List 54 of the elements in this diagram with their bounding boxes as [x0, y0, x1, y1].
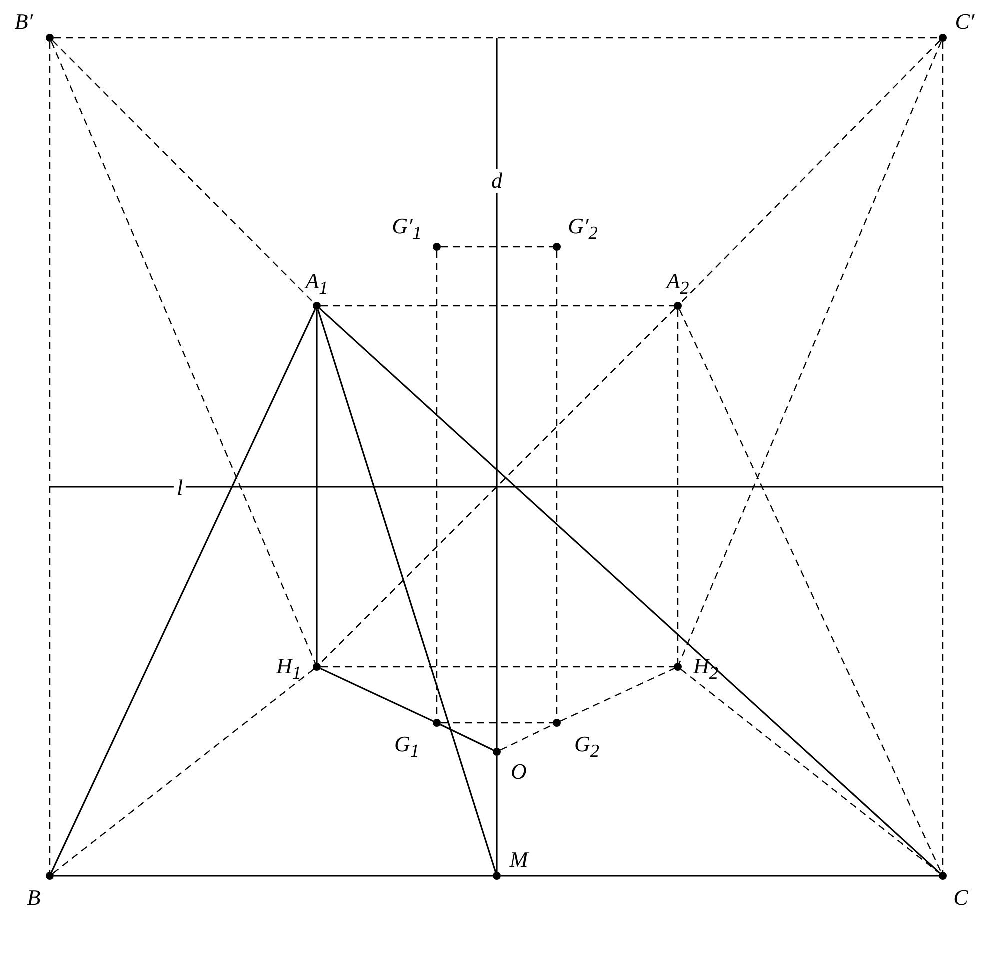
- point: [313, 302, 321, 310]
- point-label: M: [510, 849, 528, 871]
- point: [939, 34, 947, 42]
- point: [939, 872, 947, 880]
- line-segment: [677, 310, 679, 663]
- point: [553, 243, 561, 251]
- point: [433, 719, 441, 727]
- line-segment: [49, 42, 51, 872]
- line-segment: [560, 668, 675, 722]
- point-label: C′: [955, 11, 975, 33]
- point-label: C: [954, 887, 968, 909]
- line-segment: [679, 309, 942, 873]
- line-segment: [496, 38, 498, 748]
- point: [674, 302, 682, 310]
- line-segment: [680, 40, 941, 304]
- point-label: B′: [14, 11, 34, 33]
- point: [46, 872, 54, 880]
- point-label: H$_{1}$: [276, 656, 302, 682]
- point: [553, 719, 561, 727]
- point-label: G$_{1}$: [394, 734, 420, 760]
- line-segment: [321, 305, 674, 307]
- line-segment: [441, 722, 553, 724]
- line-segment: [52, 40, 315, 304]
- line-segment: [50, 309, 316, 873]
- point-label: G′$_{1}$: [392, 216, 422, 242]
- line-segment: [319, 308, 941, 874]
- line-segment: [440, 724, 494, 751]
- line-segment: [496, 756, 498, 872]
- line-segment: [680, 669, 940, 874]
- line-segment: [501, 875, 939, 877]
- point-label: A$_{2}$: [666, 270, 690, 298]
- line-segment: [319, 308, 676, 665]
- line-segment: [942, 42, 944, 872]
- point: [433, 243, 441, 251]
- point: [313, 663, 321, 671]
- point-label: O: [511, 761, 527, 783]
- point: [493, 748, 501, 756]
- point: [46, 34, 54, 42]
- line-segment: [441, 246, 553, 248]
- line-segment: [316, 310, 318, 663]
- line-segment: [51, 41, 316, 664]
- point: [493, 872, 501, 880]
- line-segment: [317, 310, 497, 872]
- point-label: G$_{2}$: [574, 734, 600, 760]
- line-segment: [320, 668, 434, 722]
- point: [674, 663, 682, 671]
- line-segment: [679, 41, 942, 664]
- line-segment: [321, 666, 674, 668]
- point-label: G′$_{2}$: [568, 216, 598, 242]
- line-segment: [52, 669, 314, 874]
- line-segment: [54, 875, 493, 877]
- line-segment: [54, 37, 939, 39]
- point-label: A$_{1}$: [306, 270, 328, 298]
- point-label: B: [27, 887, 41, 909]
